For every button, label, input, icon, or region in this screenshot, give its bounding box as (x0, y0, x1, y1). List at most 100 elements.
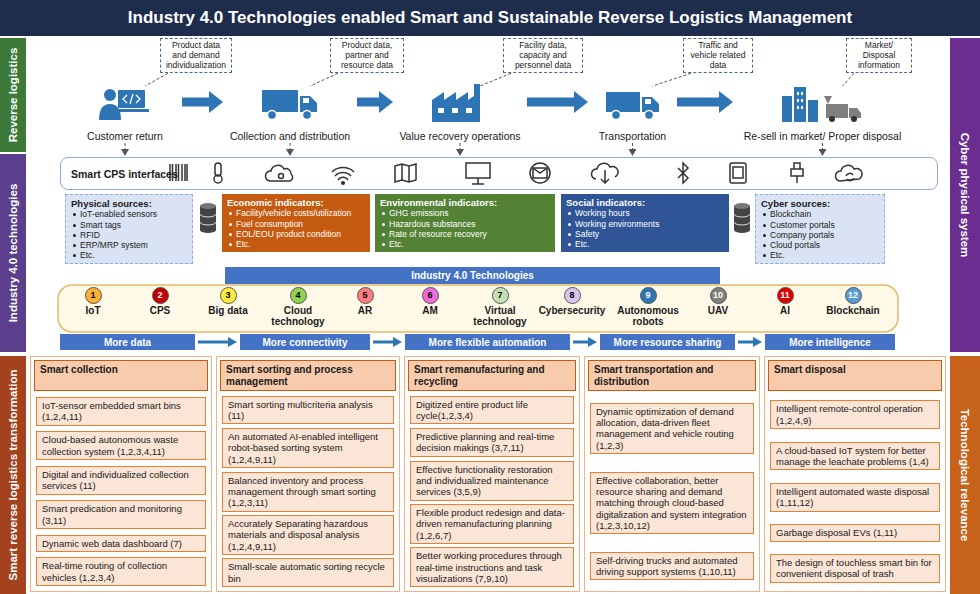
bullet-item: ERP/MRP system (71, 240, 187, 250)
connector (822, 143, 823, 149)
benefit-label: More data (104, 337, 151, 348)
box-heading: Economic indicators: (227, 197, 365, 208)
tech-name: AM (422, 306, 438, 317)
indicator-box: Economic indicators:Facility/vehicle cos… (222, 194, 370, 252)
technology-node: 2CPS (125, 287, 195, 329)
tech-number: 7 (492, 287, 509, 304)
tech-name: Big data (208, 306, 247, 317)
column-heading: Smart sorting and process management (220, 360, 396, 391)
benefit-label: More resource sharing (614, 337, 722, 348)
tech-number: 6 (422, 287, 439, 304)
application-box: Smart sorting multicriteria analysis (11… (222, 396, 394, 425)
connector (677, 98, 719, 107)
item-text: Accurately Separating hazardous material… (228, 518, 388, 552)
truck-icon (262, 90, 317, 120)
item-text: Self-driving trucks and automated drivin… (596, 555, 748, 578)
technology-node: 11AI (750, 287, 820, 329)
item-text: The design of touchless smart bin for co… (776, 557, 934, 580)
callout-text: Traffic and vehicle related data (687, 41, 749, 70)
callout-text: Product data, partner and resource data (334, 41, 400, 70)
technology-node: 5AR (330, 287, 400, 329)
connector (527, 98, 574, 107)
technology-node: 6AM (395, 287, 465, 329)
item-text: Dynamic optimization of demand allocatio… (596, 406, 748, 452)
tech-name: IoT (86, 306, 101, 317)
column-heading: Smart disposal (768, 360, 942, 391)
technology-frame (58, 285, 898, 332)
bullet-item: Working hours (566, 208, 724, 218)
indicator-box: Cyber sources:BlockchainCustomer portals… (755, 194, 885, 264)
technology-node: 8Cybersecurity (537, 287, 607, 329)
connector (198, 341, 228, 344)
callout-text: Facility data, capacity and personnel da… (507, 41, 579, 70)
bullet-item: Cloud portals (761, 240, 879, 250)
item-text: A cloud-based IoT system for better mana… (776, 445, 934, 468)
application-box: Flexible product redesign and data-drive… (410, 504, 574, 544)
item-text: Intelligent remote-control operation (1,… (776, 403, 934, 426)
bullet-item: Customer portals (761, 220, 879, 230)
connector (738, 341, 753, 344)
column-heading: Smart transportation and distribution (588, 360, 756, 391)
data-callout: Market/ Disposal information (846, 38, 912, 73)
item-text: Small-scale automatic sorting recycle bi… (228, 561, 388, 584)
bullet-item: Safety (566, 229, 724, 239)
tech-number: 12 (845, 287, 862, 304)
application-box: Better working procedures through real-t… (410, 547, 574, 587)
column-heading: Smart remanufacturing and recycling (408, 360, 576, 391)
stage-label: Collection and distribution (230, 130, 350, 142)
tech-number: 11 (777, 287, 794, 304)
tech-number: 4 (290, 287, 307, 304)
connector (290, 143, 291, 149)
stage-node: Re-sell in market/ Proper disposal (735, 86, 910, 142)
application-box: Dynamic optimization of demand allocatio… (590, 403, 754, 455)
item-text: Digitized entire product life cycle(1,2,… (416, 399, 568, 422)
box-heading: Social indicators: (566, 197, 724, 208)
connector (632, 143, 633, 149)
tech-name: Cloud technology (263, 306, 333, 327)
bullet-item: Smart tags (71, 220, 187, 230)
application-box: The design of touchless smart bin for co… (770, 554, 940, 583)
technology-node: 10UAV (683, 287, 753, 329)
benefit-bar: More data (60, 334, 195, 350)
indicator-box: Environmental indicators:GHG emissionsHa… (375, 194, 555, 252)
item-text: Real-time routing of collection vehicles… (42, 560, 200, 583)
connector (460, 143, 461, 149)
application-box: Cloud-based autonomous waste collection … (36, 431, 206, 460)
application-box: Predictive planning and real-time decisi… (410, 428, 574, 457)
stage-label: Re-sell in market/ Proper disposal (744, 130, 902, 142)
application-box: Smart predication and monitoring (3,11) (36, 500, 206, 529)
application-box: Self-driving trucks and automated drivin… (590, 552, 754, 581)
item-text: Flexible product redesign and data-drive… (416, 507, 568, 541)
tech-number: 2 (152, 287, 169, 304)
title-text: Industry 4.0 Technologies enabled Smart … (128, 8, 852, 28)
application-box: Effective functionality restoration and … (410, 461, 574, 501)
item-text: Intelligent automated waste disposal (1,… (776, 486, 934, 509)
tech-name: AI (780, 306, 790, 317)
transformation-column: Smart remanufacturing and recyclingDigit… (404, 356, 580, 592)
item-text: Cloud-based autonomous waste collection … (42, 434, 200, 457)
factory-icon (432, 84, 480, 122)
bullet-item: Etc. (71, 250, 187, 260)
application-box: A cloud-based IoT system for better mana… (770, 442, 940, 471)
band-label: Reverse logistics (7, 42, 19, 148)
tech-name: UAV (708, 306, 728, 317)
cps-interface-box: Smart CPS interfaces (60, 157, 938, 190)
item-text: An automated AI-enabled intelligent robo… (228, 431, 388, 465)
connector (125, 143, 126, 149)
application-box: Effective collaboration, better resource… (590, 472, 754, 535)
item-text: Garbage disposal EVs (1,11) (776, 527, 934, 538)
side-band: Industry 4.0 technologies (0, 154, 26, 352)
band-label: Cyber physical system (959, 42, 971, 348)
city-disposal-icon (782, 87, 861, 122)
stage-label: Transportation (599, 130, 666, 142)
application-box: Intelligent automated waste disposal (1,… (770, 483, 940, 512)
item-text: Dynamic web data dashboard (7) (42, 538, 200, 549)
stage-label: Customer return (87, 130, 163, 142)
application-box: Garbage disposal EVs (1,11) (770, 524, 940, 541)
technology-node: 12Blockchain (818, 287, 888, 329)
benefit-label: More connectivity (262, 337, 347, 348)
band-label: Industry 4.0 technologies (7, 158, 19, 348)
application-box: Intelligent remote-control operation (1,… (770, 400, 940, 429)
application-box: Digital and individualized collection se… (36, 466, 206, 495)
application-box: Small-scale automatic sorting recycle bi… (222, 558, 394, 587)
